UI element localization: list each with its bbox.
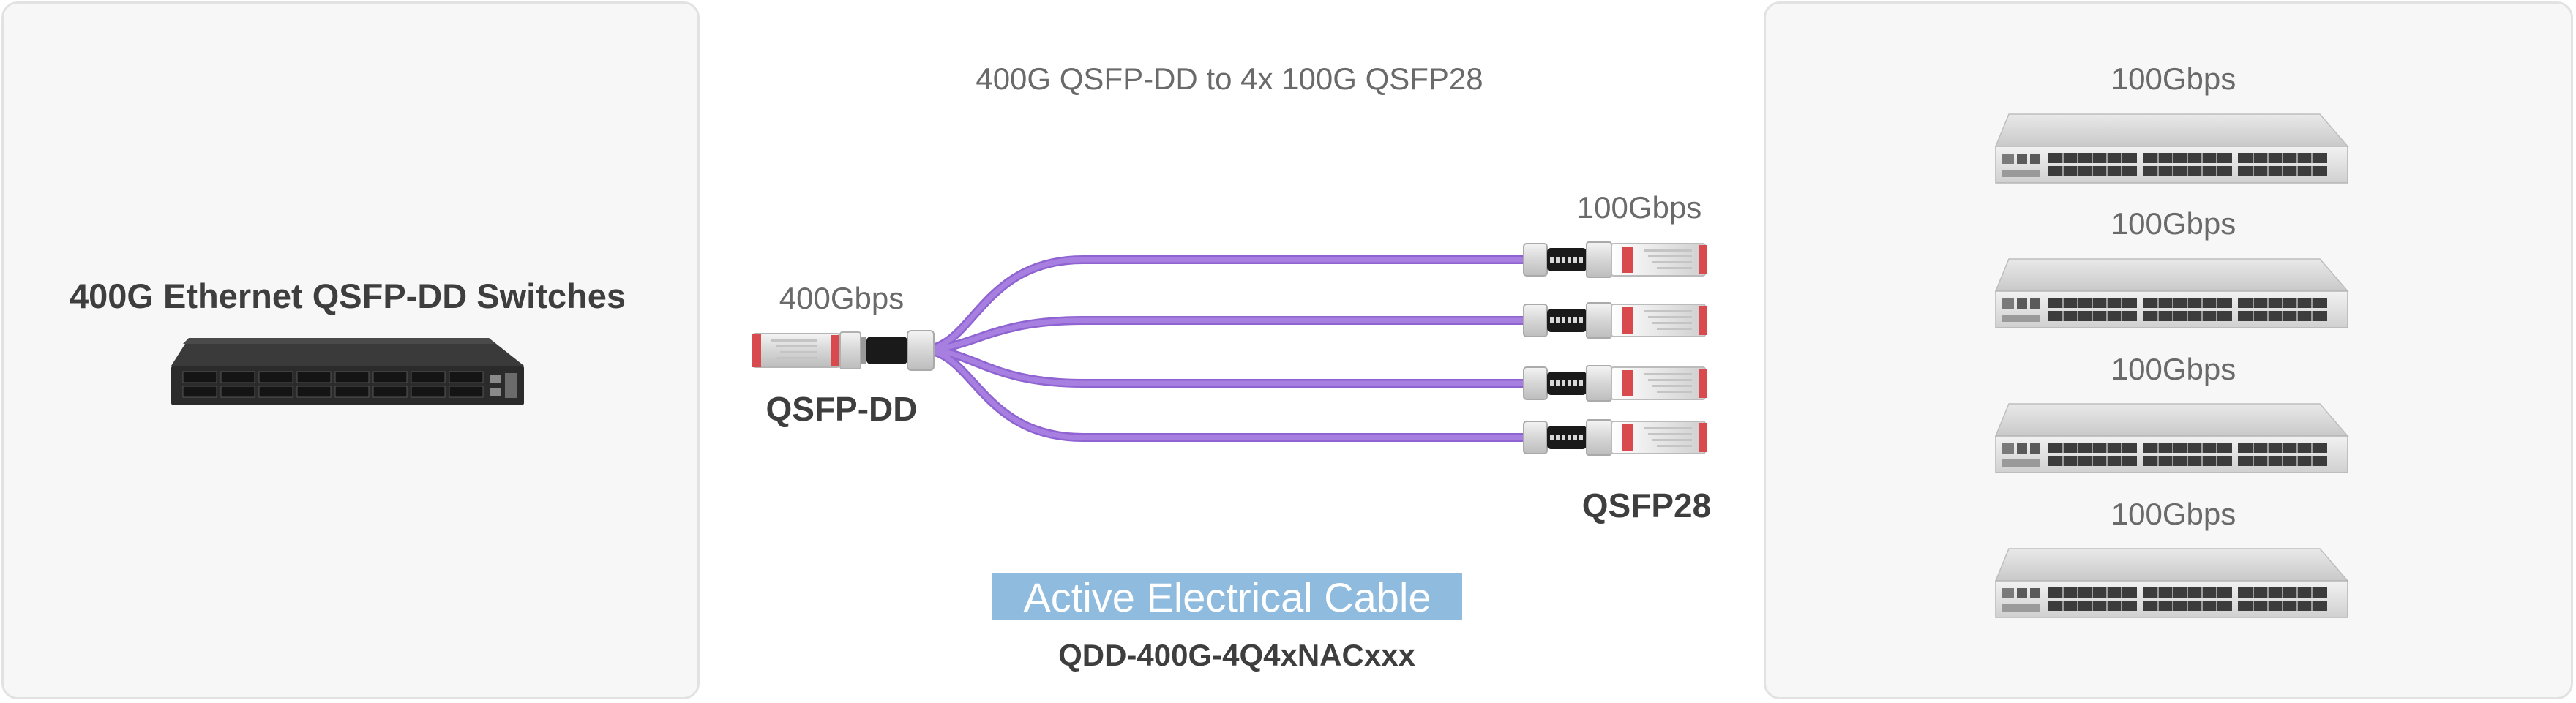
qsfp-dd-switch-icon	[171, 338, 524, 405]
output-connector-label: QSFP28	[1581, 486, 1712, 525]
qsfp28-connector-icon	[1523, 365, 1707, 402]
cable-type-label: Active Electrical Cable	[1023, 574, 1431, 620]
aec-breakout-cable	[918, 255, 1534, 442]
server-icon	[1994, 548, 2349, 618]
server-1-speed: 100Gbps	[2111, 61, 2236, 96]
server-stack	[1994, 113, 2349, 618]
qsfp28-connector-icon	[1523, 419, 1707, 456]
server-icon	[1994, 258, 2349, 328]
qsfp28-connectors	[1523, 241, 1707, 456]
output-speed-label: 100Gbps	[1576, 190, 1702, 225]
cable-panel-title: 400G QSFP-DD to 4x 100G QSFP28	[976, 61, 1483, 96]
cable-type-highlight	[992, 573, 1462, 620]
server-2-speed: 100Gbps	[2111, 206, 2236, 241]
server-4-speed: 100Gbps	[2111, 497, 2236, 531]
server-3-speed: 100Gbps	[2111, 352, 2236, 386]
server-icon	[1994, 403, 2349, 473]
qsfp28-connector-icon	[1523, 241, 1707, 278]
input-connector-label: QSFP-DD	[765, 390, 918, 428]
qsfp-dd-connector-icon	[752, 330, 935, 371]
switch-title: 400G Ethernet QSFP-DD Switches	[69, 277, 626, 315]
input-speed-label: 400Gbps	[779, 281, 905, 315]
server-icon	[1994, 113, 2349, 184]
qsfp28-connector-icon	[1523, 302, 1707, 339]
part-number: QDD-400G-4Q4xNACxxx	[1058, 638, 1415, 672]
